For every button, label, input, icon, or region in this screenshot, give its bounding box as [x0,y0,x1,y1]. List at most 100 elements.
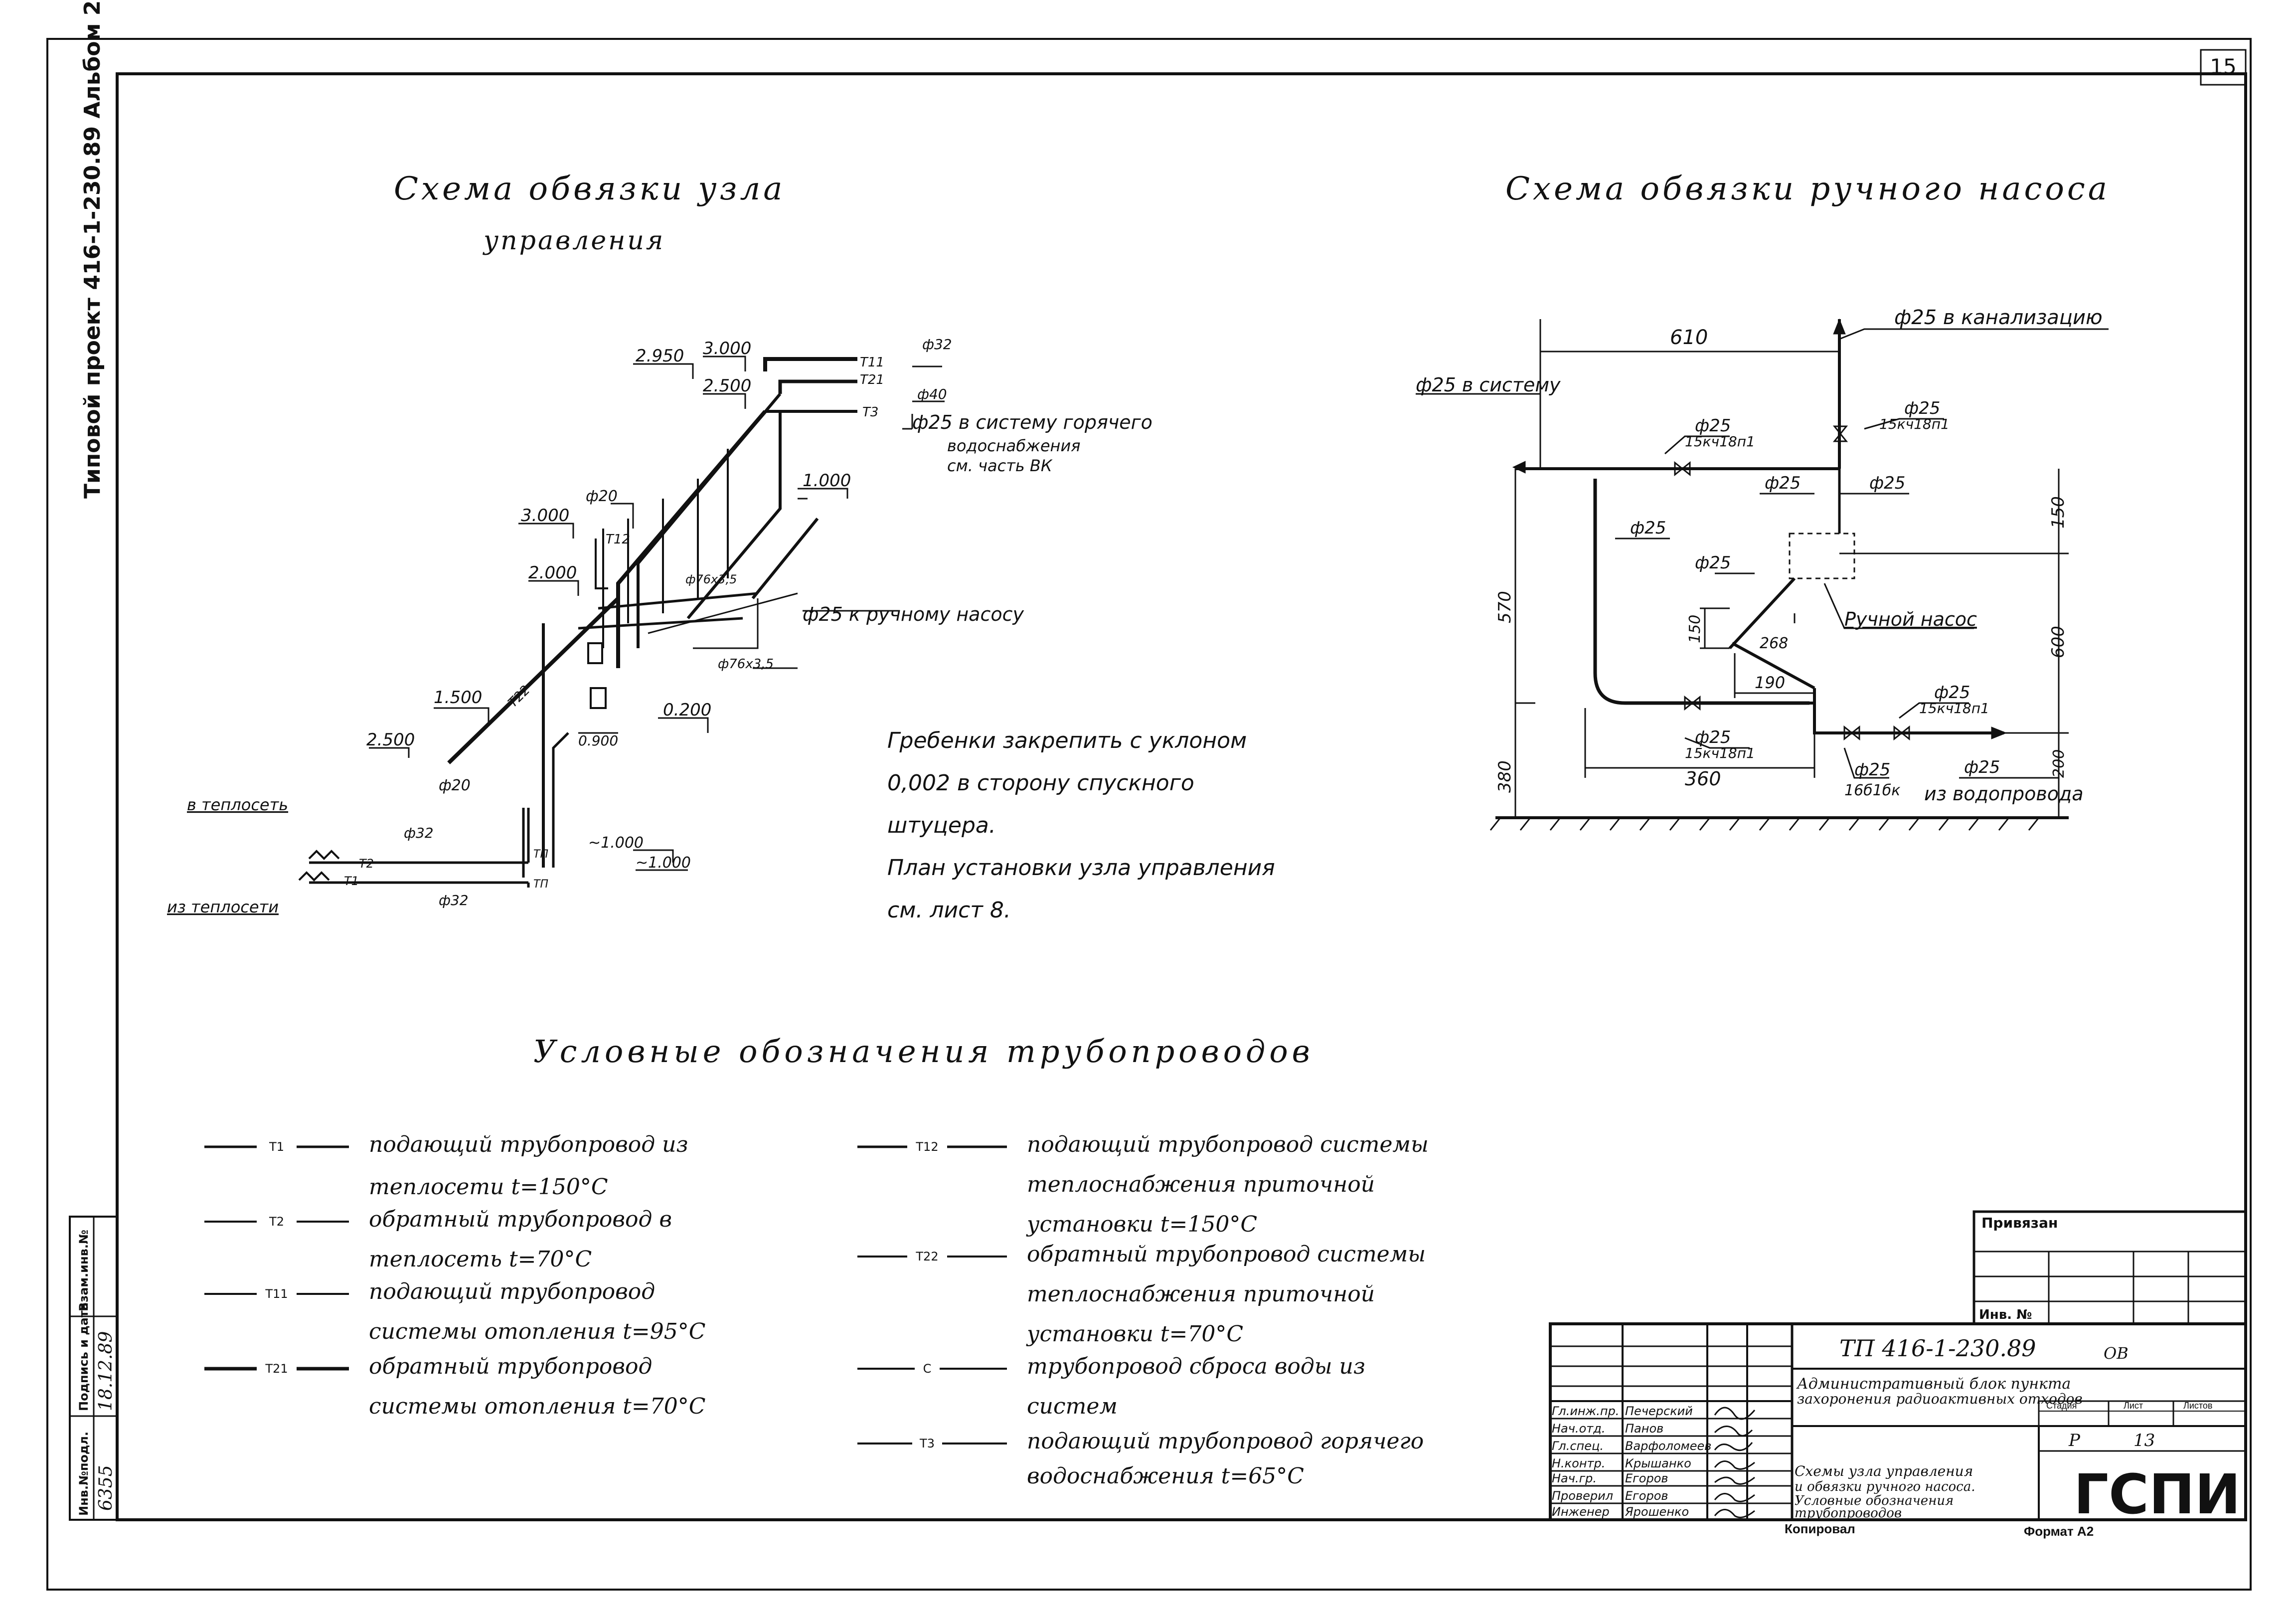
to-sewer-label: ф25 в канализацию [1894,306,2103,329]
svg-text:Т12: Т12 [915,1140,938,1154]
inner-border [116,72,2247,1521]
sheet-number: 15 [2210,54,2236,79]
hand-pump-name: Ручной насос [1844,608,1977,630]
svg-text:Гл.спец.: Гл.спец. [1552,1439,1604,1453]
svg-text:Т22: Т22 [915,1250,938,1263]
svg-text:теплосеть t=70°С: теплосеть t=70°С [369,1247,592,1272]
stamp-desc1: Административный блок пункта [1796,1375,2071,1393]
valve2-type: 15кч18п1 [1879,416,1950,432]
valve3-dia: ф25 [1934,683,1970,703]
svg-text:подающий трубопровод из: подающий трубопровод из [369,1132,688,1157]
pipe-dia-c: ф25 [1630,518,1666,538]
to-pump-label: ф25 к ручному насосу [803,603,1024,625]
valve5-type: 16б1бк [1844,782,1900,799]
legend-item-t22: Т22 обратный трубопровод системы теплосн… [857,1242,1426,1347]
svg-text:Нач.гр.: Нач.гр. [1552,1471,1597,1485]
dia-76-upper: ф76х3,5 [685,572,737,586]
svg-text:Т11: Т11 [265,1287,288,1301]
binding-inv: Инв. № [1979,1307,2032,1322]
note-line2: 0,002 в сторону спускного [887,770,1194,796]
hot-water-line1: ф25 в систему горячего [912,411,1152,433]
dia-40: ф40 [917,386,947,402]
svg-text:Нач.отд.: Нач.отд. [1552,1422,1605,1436]
label-tp2: ТП [533,878,548,891]
svg-text:теплоснабжения приточной: теплоснабжения приточной [1027,1281,1375,1307]
stamp-mark: ОВ [2104,1344,2129,1363]
svg-text:Крышанко: Крышанко [1625,1456,1691,1470]
side-project-label: Типовой проект 416-1-230.89 Альбом 2 [80,0,105,499]
copied-label: Копировал [1785,1521,1855,1536]
valve1-type: 15кч18п1 [1685,433,1755,450]
to-heat-network: в теплосеть [187,795,288,814]
label-t12: Т12 [606,532,630,547]
legend-title: Условные обозначения трубопроводов [533,1033,1314,1070]
dia-32-mid: ф32 [404,825,434,841]
dim-150: 150 [2048,496,2068,529]
svg-text:Егоров: Егоров [1625,1489,1668,1503]
stamp-roles: Гл.инж.пр. Печерский Нач.отд. Панов Гл.с… [1552,1404,1711,1519]
dia-32-top: ф32 [922,336,952,353]
stamp-drawing3: Условные обозначения [1795,1493,1954,1508]
valve2-dia: ф25 [1904,398,1940,418]
legend-item-t1: Т1 подающий трубопровод из теплосети t=1… [204,1132,688,1200]
hand-pump-labels: 610 ф25 в канализацию ф25 в систему ф25 … [1416,306,2103,805]
stamp-stage: Р [2068,1431,2081,1450]
elev-1500: 1.500 [434,688,482,708]
format-label: Формат А2 [2024,1524,2094,1539]
valve3-type: 15кч18п1 [1919,700,1989,717]
elev-2500-top: 2.500 [703,376,751,396]
elev-1000-right: 1.000 [803,471,851,491]
elev-3000-top: 3.000 [703,339,751,359]
pipe-dia-e: ф25 [1964,757,2000,777]
strip-inv-label: Инв.№подл. [77,1432,91,1516]
svg-text:водоснабжения t=65°С: водоснабжения t=65°С [1027,1463,1304,1489]
svg-text:трубопровод сброса воды из: трубопровод сброса воды из [1027,1354,1365,1379]
binding-box: Привязан Инв. № [1972,1210,2247,1325]
svg-text:С: С [923,1362,932,1376]
dim-190: 190 [1755,673,1785,692]
strip-inv-value: 6355 [96,1465,116,1511]
stamp-drawing1: Схемы узла управления [1795,1463,1973,1479]
dia-20-top: ф20 [586,488,618,505]
svg-text:подающий трубопровод: подающий трубопровод [369,1279,655,1304]
to-system-label: ф25 в систему [1416,374,1561,396]
svg-text:теплоснабжения приточной: теплоснабжения приточной [1027,1172,1375,1197]
hot-water-line3: см. часть ВК [947,456,1053,475]
from-water-supply: из водопровода [1924,783,2084,805]
elev-2000: 2.000 [528,563,577,583]
control-unit-diagram [298,356,945,888]
left-binding-strip: Инв.№подл. Подпись и дата Взам.инв.№ 635… [69,1216,118,1521]
svg-text:подающий трубопровод системы: подающий трубопровод системы [1027,1132,1429,1157]
left-title-line1: Схема обвязки узла [394,171,785,207]
elev-2500-left: 2.500 [366,730,415,750]
dia-32-bottom: ф32 [439,892,469,908]
stamp-col-stage: Стадия [2046,1401,2077,1411]
note-line1: Гребенки закрепить с уклоном [887,728,1247,753]
label-t21: Т21 [860,372,884,387]
dim-268: 268 [1760,635,1788,652]
note-line5: см. лист 8. [887,898,1011,923]
svg-text:Гл.инж.пр.: Гл.инж.пр. [1552,1404,1619,1418]
svg-text:Проверил: Проверил [1552,1489,1613,1503]
sheet-number-box [2200,49,2247,86]
pipe-dia-a: ф25 [1765,473,1801,493]
right-title: Схема обвязки ручного насоса [1505,171,2110,207]
legend-item-t3: Т3 подающий трубопровод горячего водосна… [857,1429,1424,1489]
svg-text:установки t=70°С: установки t=70°С [1026,1321,1243,1347]
dim-380: 380 [1495,760,1515,793]
control-unit-labels: 2.950 3.000 2.500 Т11 Т21 Т3 ф32 ф40 ф25… [167,336,1152,916]
stamp-col-sheet: Лист [2124,1401,2143,1411]
svg-text:Инженер: Инженер [1552,1505,1610,1519]
svg-text:Т1: Т1 [269,1140,284,1154]
legend-item-t11: Т11 подающий трубопровод системы отоплен… [204,1279,705,1344]
svg-text:Т2: Т2 [269,1215,284,1229]
dim-360: 360 [1685,768,1721,790]
left-title-line2: управления [483,226,665,256]
dim-600: 600 [2048,626,2068,658]
valve1-dia: ф25 [1695,416,1731,436]
legend: Т1 подающий трубопровод из теплосети t=1… [204,1132,1429,1489]
outer-border [46,38,2252,1591]
elev-1000-a: ~1.000 [588,834,644,852]
strip-date-value: 18.12.89 [96,1331,116,1411]
